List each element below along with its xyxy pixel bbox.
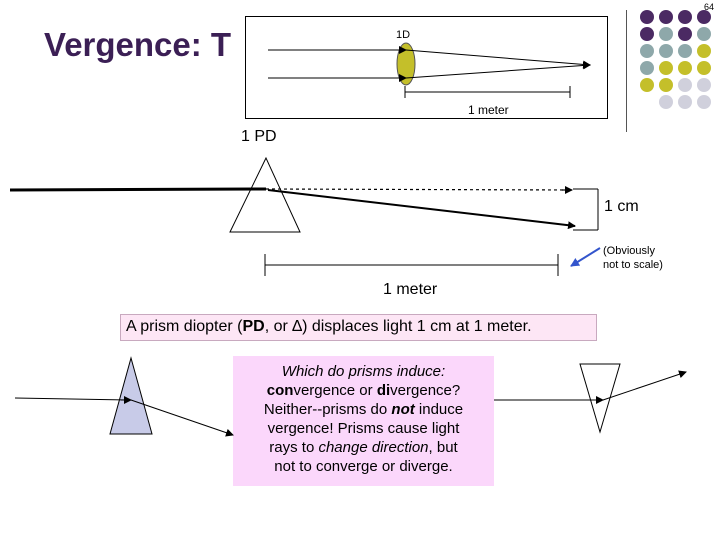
question-part: vergence or xyxy=(293,382,377,399)
dot xyxy=(659,44,673,58)
definition-part: A prism diopter ( xyxy=(126,318,243,335)
question-bold: con xyxy=(266,382,294,399)
dot xyxy=(659,61,673,75)
definition-part: ) displaces light 1 cm at 1 meter. xyxy=(302,318,532,335)
definition-abbr: PD xyxy=(242,318,265,335)
lens-label: 1D xyxy=(396,29,411,41)
dot xyxy=(697,27,711,41)
dot xyxy=(640,27,654,41)
prism-right-deviated-ray xyxy=(602,370,687,401)
page-number: 64 xyxy=(703,2,714,12)
lens-inset-panel xyxy=(245,16,608,119)
question-part: vergence? xyxy=(390,382,461,399)
dot xyxy=(678,44,692,58)
dot xyxy=(697,10,711,24)
dot xyxy=(640,61,654,75)
scale-note: (Obviously not to scale) xyxy=(603,244,663,272)
dot xyxy=(640,10,654,24)
question-part: rays to xyxy=(269,439,319,456)
displacement-label: 1 cm xyxy=(604,198,639,215)
question-line: vergence! Prisms cause light xyxy=(267,420,460,437)
scale-note-line1: (Obviously xyxy=(603,245,655,257)
delta-symbol: ∆ xyxy=(292,318,303,335)
prism-triangle xyxy=(229,156,301,233)
prism-left-drawing xyxy=(14,356,234,437)
dot xyxy=(678,95,692,109)
incident-ray xyxy=(9,187,267,192)
question-part: , but xyxy=(428,439,458,456)
question-text: Which do prisms induce: convergence or d… xyxy=(233,362,494,476)
dot xyxy=(697,61,711,75)
question-part: Neither--prisms do xyxy=(263,401,392,418)
prism-left-incident-ray xyxy=(14,397,132,401)
dot xyxy=(697,78,711,92)
prism-left-deviated-ray xyxy=(130,399,234,437)
scale-note-pointer xyxy=(570,247,601,267)
dot xyxy=(659,10,673,24)
inset-converging-ray-bottom xyxy=(405,61,591,79)
question-line1: Which do prisms induce: xyxy=(281,363,446,380)
distance-label: 1 meter xyxy=(383,281,438,298)
question-emphasis: change direction xyxy=(318,439,429,456)
dot xyxy=(678,78,692,92)
question-line: Neither--prisms do not induce xyxy=(233,400,494,419)
dot xyxy=(697,95,711,109)
question-emphasis: not xyxy=(391,401,415,418)
definition-callout xyxy=(120,314,597,341)
prism-right-drawing xyxy=(494,363,687,434)
deviated-ray xyxy=(267,189,576,230)
question-bold: di xyxy=(376,382,391,399)
dot xyxy=(640,44,654,58)
question-line: rays to change direction, but xyxy=(233,438,494,457)
prism-left-triangle xyxy=(109,356,153,435)
dot xyxy=(678,27,692,41)
question-line: convergence or divergence? xyxy=(233,381,494,400)
scale-note-line2: not to scale) xyxy=(603,259,663,271)
inset-converging-ray-top xyxy=(405,49,591,69)
dot xyxy=(640,78,654,92)
question-box xyxy=(233,356,494,486)
lens-inset-drawing xyxy=(268,42,591,98)
definition-text: A prism diopter (PD, or ∆) displaces lig… xyxy=(126,318,532,336)
question-line: Which do prisms induce: xyxy=(233,362,494,381)
dot xyxy=(659,95,673,109)
slide-title-left: Vergence: T xyxy=(44,26,232,63)
dot xyxy=(697,44,711,58)
prism-label: 1 PD xyxy=(241,128,277,145)
prism-displacement-drawing xyxy=(9,156,601,276)
converging-lens xyxy=(396,42,416,86)
title-divider-line xyxy=(626,10,627,132)
question-part: induce xyxy=(414,401,464,418)
dot xyxy=(659,78,673,92)
definition-part: , or xyxy=(264,318,293,335)
question-line: not to converge or diverge. xyxy=(274,458,453,475)
undeviated-ray xyxy=(265,188,573,191)
dot xyxy=(659,27,673,41)
dot xyxy=(678,61,692,75)
inset-distance-label: 1 meter xyxy=(468,103,509,117)
prism-right-triangle xyxy=(579,363,621,434)
dot xyxy=(678,10,692,24)
